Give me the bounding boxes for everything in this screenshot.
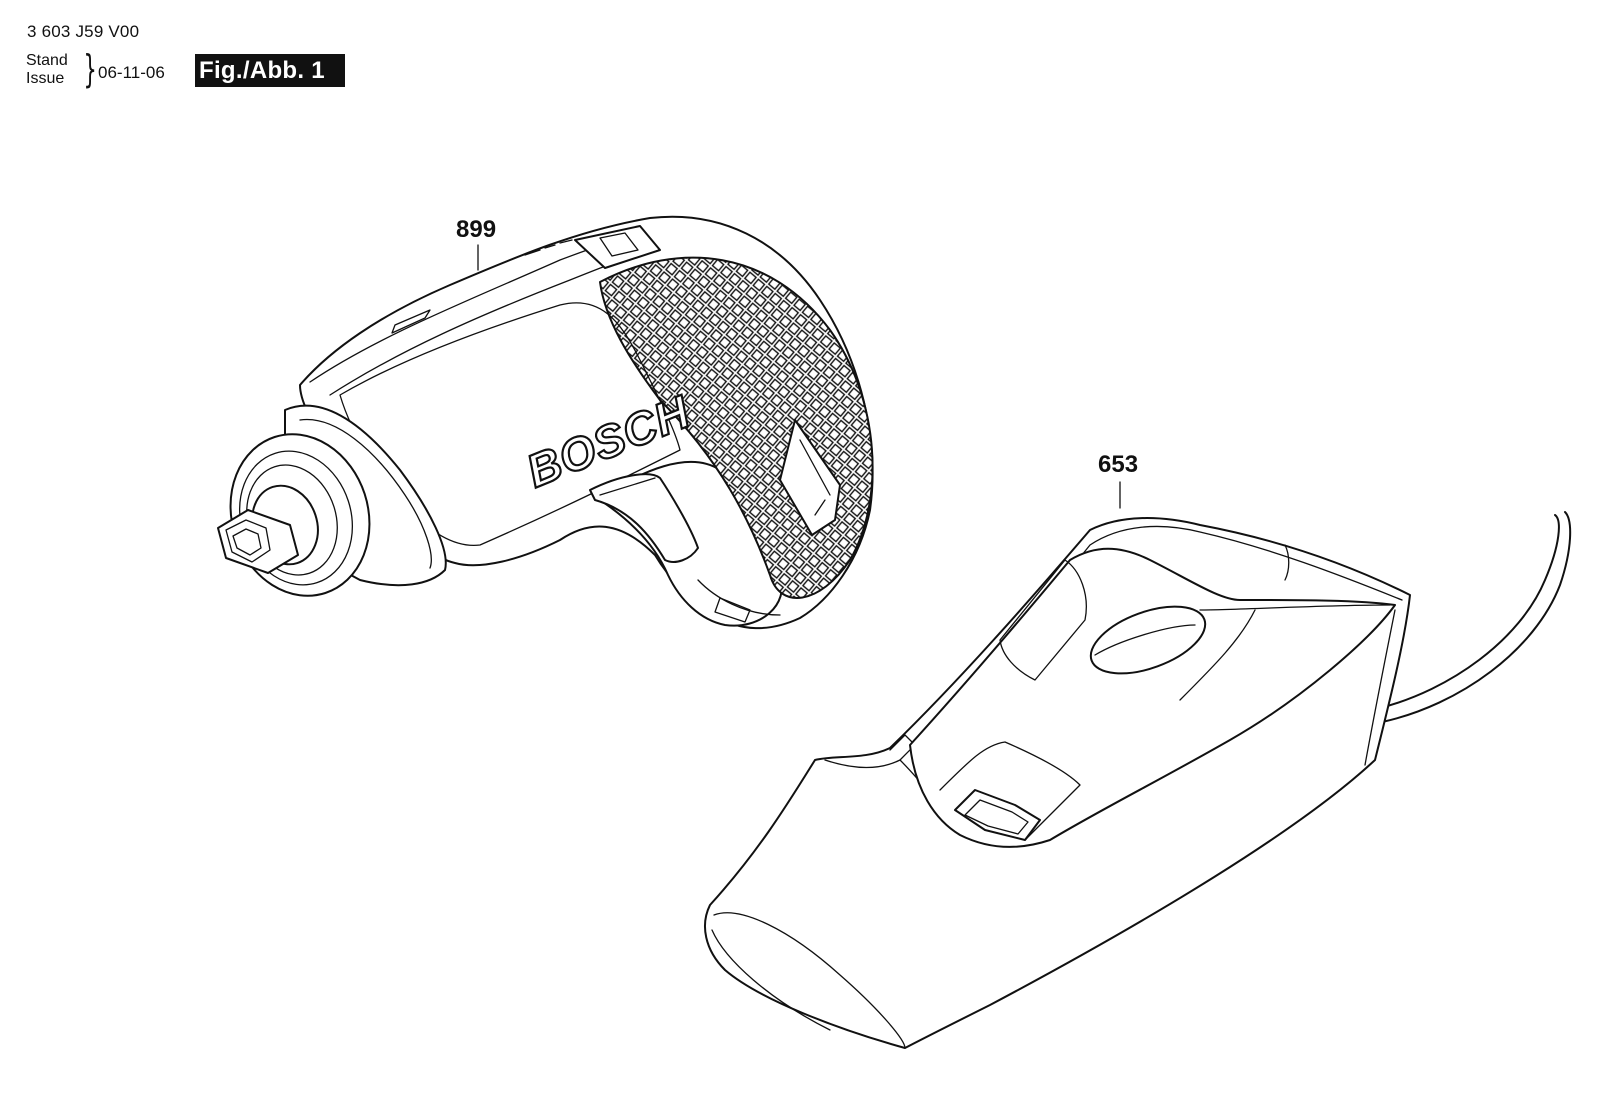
charger-front-opening [713, 912, 906, 1049]
charger-part [704, 511, 1572, 1049]
revision-labels: Stand Issue [26, 52, 68, 88]
stand-label: Stand [26, 52, 68, 69]
trigger [589, 473, 699, 563]
part-number-653: 653 [1098, 451, 1138, 478]
charger-cradle [909, 547, 1396, 848]
direction-switch [574, 225, 661, 269]
issue-label: Issue [26, 70, 65, 87]
figure-label: Fig./Abb. 1 [195, 54, 345, 87]
brace-icon: } [83, 47, 97, 91]
xc-mark [779, 419, 841, 536]
charger-contacts [954, 789, 1041, 841]
part-number-899: 899 [456, 216, 496, 243]
revision-block: Stand Issue } 06-11-06 [26, 47, 186, 94]
charger-recess [1089, 605, 1207, 675]
issue-date: 06-11-06 [98, 63, 165, 82]
power-cord [1379, 514, 1560, 709]
document-number: 3 603 J59 V00 [27, 22, 140, 41]
callout-899: 899 [456, 216, 496, 271]
screwdriver-part: BOSCH [217, 215, 874, 630]
callout-653: 653 [1098, 451, 1138, 509]
